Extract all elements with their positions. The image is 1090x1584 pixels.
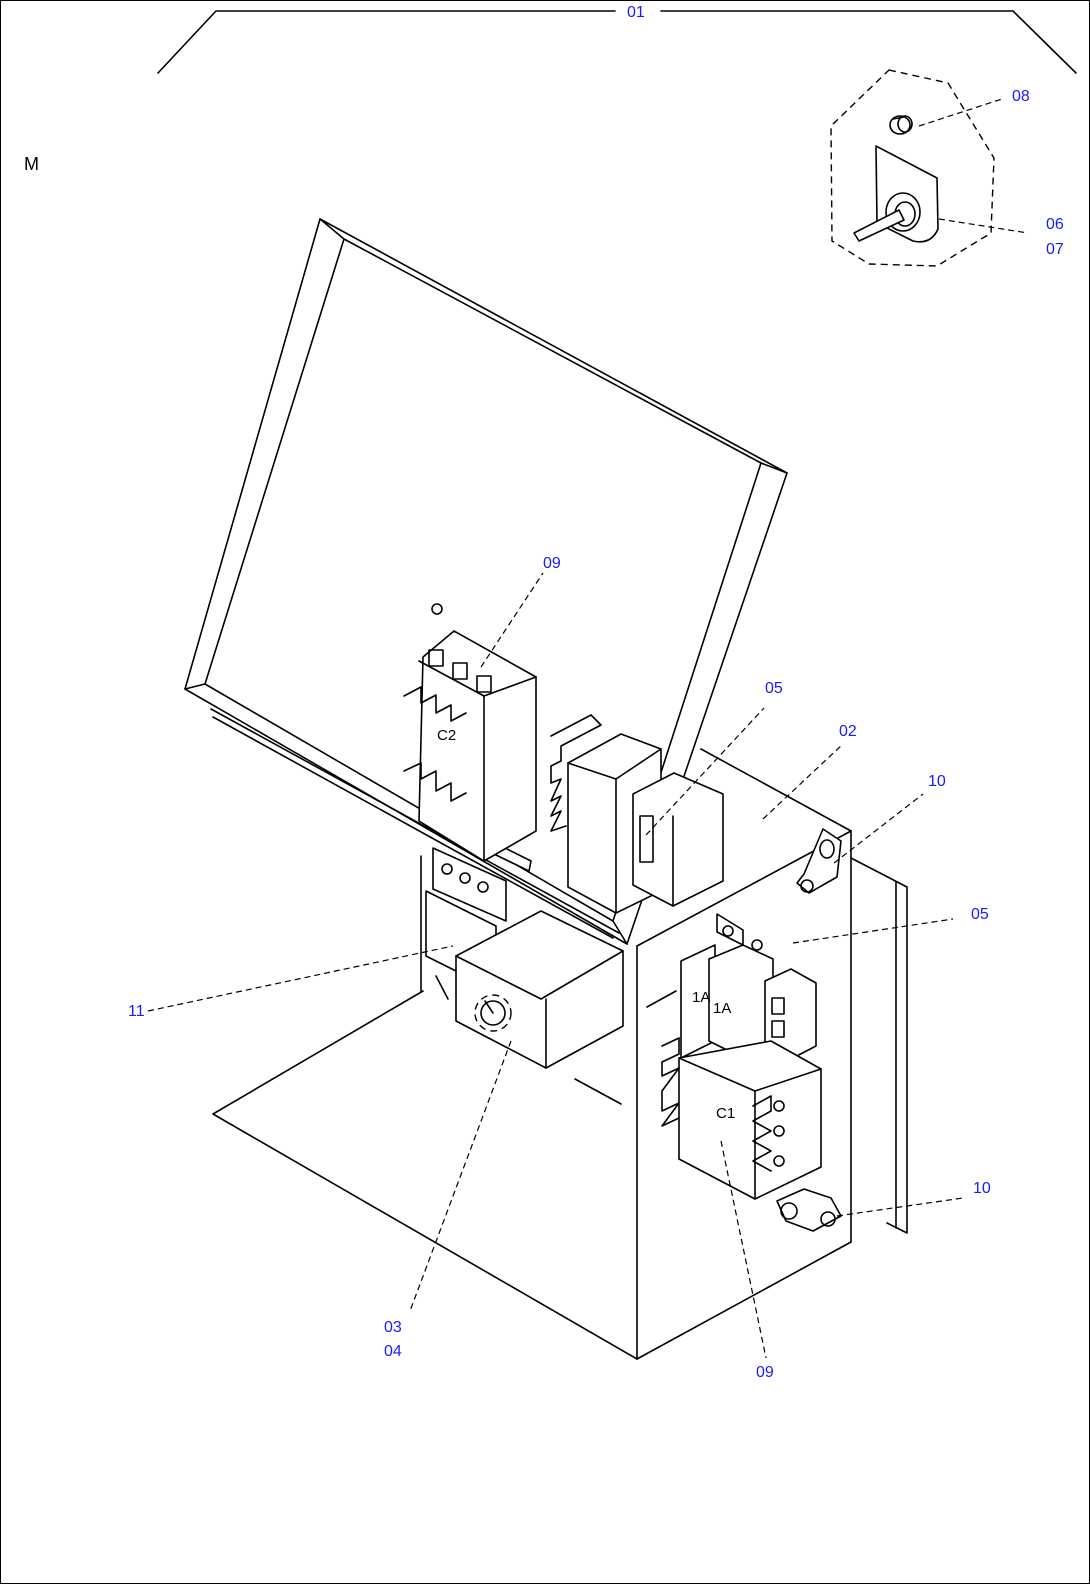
callout-05-top[interactable]: 05 bbox=[765, 680, 783, 697]
circuit-breakers: 1A 1A bbox=[680, 913, 817, 1060]
label-c1: C1 bbox=[716, 1105, 735, 1122]
callout-11[interactable]: 11 bbox=[128, 1003, 145, 1020]
callout-10-bottom[interactable]: 10 bbox=[973, 1180, 991, 1197]
timer-unit bbox=[455, 910, 624, 1069]
callout-06[interactable]: 06 bbox=[1046, 216, 1064, 233]
callout-09-top[interactable]: 09 bbox=[543, 555, 561, 572]
label-1a-left: 1A bbox=[692, 989, 710, 1006]
callout-05-right[interactable]: 05 bbox=[971, 906, 989, 923]
contactor-c2: C2 bbox=[403, 603, 537, 862]
detail-inset-switch: 08 06 07 bbox=[830, 69, 1064, 267]
callout-02[interactable]: 02 bbox=[839, 723, 857, 740]
timer-dial-icon bbox=[480, 1000, 506, 1026]
view-letter: M bbox=[24, 154, 39, 174]
mounting-bracket-lower bbox=[776, 1188, 842, 1232]
callout-09-bottom[interactable]: 09 bbox=[756, 1364, 774, 1381]
callout-03[interactable]: 03 bbox=[384, 1319, 402, 1336]
relay-block bbox=[550, 714, 724, 914]
assembly-bracket: 01 bbox=[157, 4, 1077, 74]
label-c2: C2 bbox=[437, 727, 456, 744]
switch-plate bbox=[853, 145, 939, 243]
callout-01[interactable]: 01 bbox=[627, 4, 645, 21]
label-1a-right: 1A bbox=[713, 1000, 731, 1017]
callout-07[interactable]: 07 bbox=[1046, 241, 1064, 258]
callout-10-top[interactable]: 10 bbox=[928, 773, 946, 790]
callout-08[interactable]: 08 bbox=[1012, 88, 1030, 105]
callout-04[interactable]: 04 bbox=[384, 1343, 402, 1360]
mounting-bracket-upper bbox=[796, 828, 842, 894]
switch-knob bbox=[889, 115, 913, 135]
contactor-c1: C1 bbox=[661, 1037, 822, 1200]
leader-lines bbox=[147, 572, 964, 1359]
